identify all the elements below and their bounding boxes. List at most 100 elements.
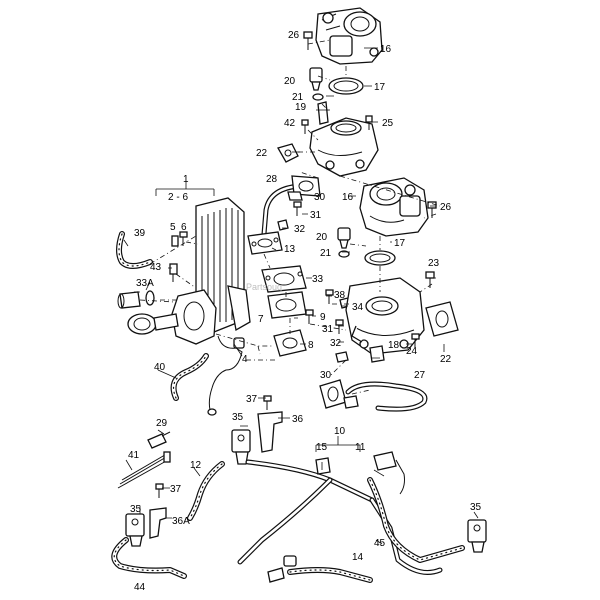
egr-valve-upper[interactable] [315, 7, 383, 65]
label-40: 40 [154, 362, 166, 373]
solenoid-valve-35-right[interactable] [467, 519, 487, 553]
label-35-left: 35 [130, 504, 142, 515]
bolt-31-upper[interactable] [293, 201, 302, 216]
label-12: 12 [190, 460, 202, 471]
bolt-5[interactable] [171, 235, 179, 247]
label-32-lower: 32 [330, 338, 342, 349]
bolt-6[interactable] [179, 231, 188, 246]
label-25: 25 [382, 118, 394, 129]
bolt-37-lower[interactable] [155, 483, 164, 498]
hose-39[interactable] [116, 231, 153, 269]
flange-8[interactable] [273, 329, 307, 357]
label-5: 5 [170, 222, 176, 233]
label-14: 14 [352, 552, 364, 563]
label-29: 29 [156, 418, 168, 429]
gasket-22-upper[interactable] [277, 143, 299, 163]
label-20-upper: 20 [284, 76, 296, 87]
hose-40[interactable] [170, 353, 209, 401]
label-13: 13 [284, 244, 296, 255]
egr-housing-lower[interactable] [345, 277, 425, 355]
label-38: 38 [334, 290, 346, 301]
label-35-center: 35 [232, 412, 244, 423]
gasket-22-lower[interactable] [425, 301, 459, 337]
bolt-37-upper[interactable] [263, 395, 272, 410]
egr-cooler[interactable] [171, 197, 251, 345]
bolt-42[interactable] [301, 119, 309, 134]
o-ring-lower[interactable] [338, 250, 350, 258]
label-11: 11 [355, 442, 366, 453]
bolt-30-upper[interactable] [287, 191, 303, 201]
label-26-upper: 26 [288, 30, 300, 41]
clip-15[interactable] [315, 457, 331, 475]
hose-45[interactable] [367, 477, 465, 563]
label-41: 41 [128, 450, 140, 461]
label-37-lower: 37 [170, 484, 182, 495]
hose-14[interactable] [287, 567, 373, 583]
label-15: 15 [316, 442, 328, 453]
label-2-6: 2 - 6 [168, 192, 188, 203]
label-10: 10 [334, 426, 346, 437]
filter-29[interactable] [147, 431, 171, 449]
label-37-upper: 37 [246, 394, 258, 405]
sensor-lower[interactable] [337, 227, 351, 249]
label-17-lower: 17 [394, 238, 406, 249]
label-24: 24 [406, 346, 418, 357]
bolt-24[interactable] [411, 333, 420, 348]
nut-32-lower[interactable] [335, 351, 349, 363]
solenoid-valve-35-center[interactable] [231, 429, 251, 465]
label-19: 19 [295, 102, 307, 113]
label-26-lower: 26 [440, 202, 452, 213]
label-39: 39 [134, 228, 146, 239]
bolt-9[interactable] [305, 309, 314, 324]
egr-pipe-28[interactable] [261, 175, 321, 237]
bolt-31-lower[interactable] [335, 319, 344, 334]
bracket-18[interactable] [369, 345, 385, 363]
flange-13[interactable] [247, 231, 283, 255]
egr-housing-upper[interactable] [309, 115, 379, 177]
o-ring-33a[interactable] [145, 290, 155, 306]
egr-valve-lower[interactable] [359, 177, 429, 237]
bracket-36[interactable] [257, 411, 283, 453]
label-31-lower: 31 [322, 324, 334, 335]
o-ring-upper[interactable] [312, 93, 324, 101]
sensor-43[interactable] [169, 263, 178, 282]
bolt-26-upper[interactable] [303, 31, 313, 50]
label-33: 33 [312, 274, 324, 285]
tube-25[interactable] [117, 291, 141, 309]
solenoid-valve-35-left[interactable] [125, 513, 145, 547]
gasket-ring-upper[interactable] [328, 77, 364, 95]
vacuum-actuator[interactable] [127, 313, 179, 335]
gasket-33[interactable] [261, 265, 307, 293]
vacuum-lines[interactable] [237, 459, 443, 575]
label-22-upper: 22 [256, 148, 268, 159]
label-20-lower: 20 [316, 232, 328, 243]
gasket-ring-lower[interactable] [364, 250, 396, 266]
cable-ties-41[interactable] [117, 451, 171, 489]
label-18: 18 [388, 340, 400, 351]
label-1: 1 [183, 174, 189, 185]
nut-32-upper[interactable] [277, 219, 289, 231]
label-21-upper: 21 [292, 92, 304, 103]
temperature-sensor-4[interactable] [207, 335, 245, 416]
label-42: 42 [284, 118, 296, 129]
connector-lower-center[interactable] [267, 555, 297, 583]
label-6: 6 [181, 222, 187, 233]
hose-12[interactable] [187, 461, 225, 521]
connector-11[interactable] [373, 451, 405, 495]
label-4: 4 [242, 354, 248, 365]
watermark: Partsouq [246, 282, 282, 292]
label-9: 9 [320, 312, 326, 323]
label-22-lower: 22 [440, 354, 452, 365]
label-7: 7 [258, 314, 264, 325]
bolt-38[interactable] [325, 289, 334, 304]
egr-pipe-27[interactable] [319, 379, 428, 412]
hose-44[interactable] [111, 537, 187, 579]
label-30-upper: 30 [314, 192, 326, 203]
gasket-7[interactable] [267, 291, 307, 319]
label-36a: 36A [172, 516, 190, 527]
label-21-lower: 21 [320, 248, 332, 259]
bracket-36a[interactable] [149, 507, 167, 539]
sensor-upper[interactable] [309, 67, 323, 91]
label-27: 27 [414, 370, 426, 381]
